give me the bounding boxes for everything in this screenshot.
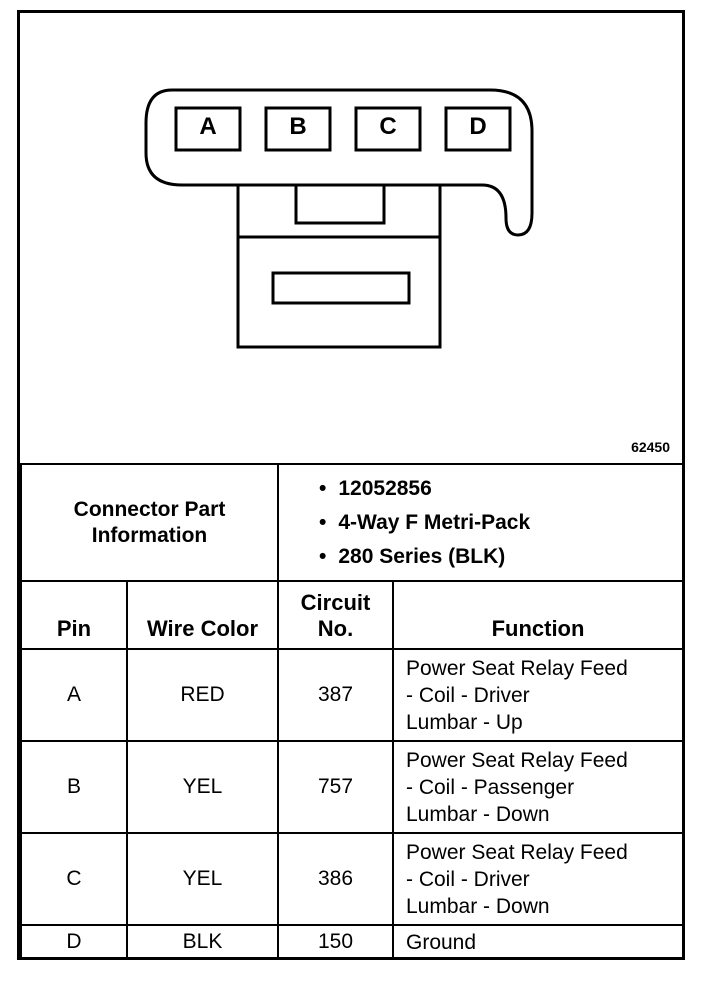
connector-type: 4-Way F Metri-Pack: [319, 506, 682, 540]
table-row: C YEL 386 Power Seat Relay Feed - Coil -…: [20, 832, 685, 926]
part-info-heading: Connector Part Information: [20, 463, 279, 582]
circuit-cell: 387: [277, 648, 394, 742]
wire-color-cell: RED: [126, 648, 279, 742]
connector-diagram: A B C D 62450: [20, 13, 682, 463]
pin-letter-d: D: [469, 113, 487, 140]
connector-sheet: A B C D 62450 Connector Part Information…: [17, 10, 685, 960]
circuit-cell: 386: [277, 832, 394, 926]
pin-box-a: [174, 106, 242, 152]
function-cell: Ground: [391, 924, 685, 960]
part-info-row: Connector Part Information 12052856 4-Wa…: [20, 463, 685, 582]
figure-number: 62450: [631, 439, 670, 455]
table-row: A RED 387 Power Seat Relay Feed - Coil -…: [20, 648, 685, 742]
pin-box-d: [444, 106, 512, 152]
wire-color-cell: BLK: [126, 924, 279, 960]
pin-box-b: [264, 106, 332, 152]
table-row: D BLK 150 Ground: [20, 924, 685, 960]
col-function-header: Function: [391, 580, 685, 650]
col-pin-header: Pin: [20, 580, 128, 650]
pinout-table: Connector Part Information 12052856 4-Wa…: [20, 463, 685, 960]
wire-color-cell: YEL: [126, 832, 279, 926]
circuit-cell: 150: [277, 924, 394, 960]
pin-box-c: [354, 106, 422, 152]
part-info-list-cell: 12052856 4-Way F Metri-Pack 280 Series (…: [276, 463, 685, 582]
wire-color-cell: YEL: [126, 740, 279, 834]
table-row: B YEL 757 Power Seat Relay Feed - Coil -…: [20, 740, 685, 834]
pin-cell: C: [20, 832, 128, 926]
function-cell: Power Seat Relay Feed - Coil - Driver Lu…: [391, 648, 685, 742]
header-row: Pin Wire Color Circuit No. Function: [20, 580, 685, 650]
pin-cell: D: [20, 924, 128, 960]
pin-letter-b: B: [289, 113, 307, 140]
pin-cell: B: [20, 740, 128, 834]
connector-outline: [144, 88, 534, 349]
col-wire-color-header: Wire Color: [126, 580, 279, 650]
part-info-list: 12052856 4-Way F Metri-Pack 280 Series (…: [279, 472, 682, 574]
circuit-cell: 757: [277, 740, 394, 834]
pin-letter-c: C: [379, 113, 397, 140]
pin-cell: A: [20, 648, 128, 742]
function-cell: Power Seat Relay Feed - Coil - Driver Lu…: [391, 832, 685, 926]
col-circuit-header: Circuit No.: [277, 580, 394, 650]
part-number: 12052856: [319, 472, 682, 506]
pin-letter-a: A: [199, 113, 217, 140]
connector-series: 280 Series (BLK): [319, 540, 682, 574]
function-cell: Power Seat Relay Feed - Coil - Passenger…: [391, 740, 685, 834]
